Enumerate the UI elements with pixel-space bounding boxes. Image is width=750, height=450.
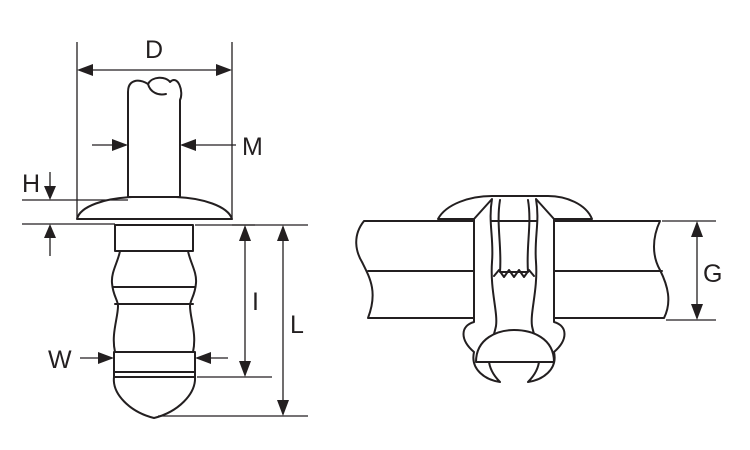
label-w: W: [48, 346, 72, 374]
dimension-m: M: [92, 133, 263, 161]
dimension-l: L: [158, 224, 308, 417]
installed-mandrel-head: [475, 329, 555, 363]
dimension-d: D: [76, 36, 233, 218]
rivet-body-shoulder: [114, 224, 194, 252]
installed-section-view: G: [355, 195, 722, 383]
label-g: G: [703, 260, 722, 288]
dimension-h: H: [22, 170, 128, 256]
dimension-w: W: [48, 346, 228, 374]
rivet-flange-head: [76, 196, 233, 220]
dimension-i: I: [195, 224, 272, 378]
label-h: H: [22, 170, 40, 198]
rivet-body-grooved: [110, 250, 198, 353]
label-l: L: [290, 311, 304, 339]
rivet-collar: [113, 351, 196, 378]
rivet-tail-bulb: [112, 376, 197, 419]
mandrel-break-zigzag: [493, 269, 535, 278]
mandrel-stem: [127, 76, 183, 198]
label-m: M: [242, 133, 263, 161]
rivet-side-view: D M H I: [22, 36, 308, 419]
dimension-g: G: [662, 220, 722, 321]
installed-mandrel: [497, 199, 531, 273]
installed-rivet-head: [437, 195, 593, 222]
label-d: D: [145, 36, 163, 64]
right-plates: [553, 220, 670, 319]
label-i: I: [252, 288, 259, 316]
left-plates: [355, 220, 475, 319]
mandrel-notch: [147, 83, 167, 96]
